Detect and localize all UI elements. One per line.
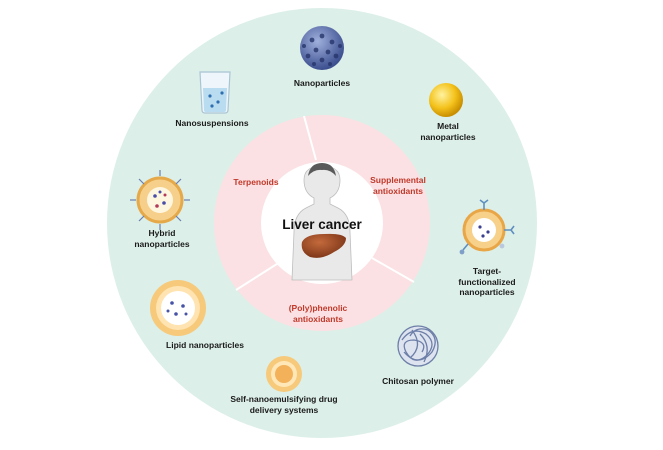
- label-target-functionalized-nanoparticles: Target-functionalized nanoparticles: [458, 266, 516, 297]
- segment-divider: [303, 115, 317, 161]
- metal-nanoparticle-icon: [429, 83, 463, 117]
- label-supplemental-antioxidants: Supplemental antioxidants: [370, 175, 426, 196]
- beaker-icon: [199, 71, 231, 114]
- target-nanoparticle-icon: [459, 199, 515, 255]
- label-terpenoids: Terpenoids: [233, 177, 279, 187]
- hybrid-nanoparticle-icon: [130, 170, 190, 230]
- label-nanoparticles: Nanoparticles: [293, 78, 351, 88]
- self-nanoemulsifying-icon: [266, 356, 302, 392]
- label-polyphenolic-antioxidants: (Poly)phenolic antioxidants: [288, 303, 348, 324]
- label-metal-nanoparticles: Metal nanoparticles: [420, 121, 476, 142]
- chitosan-polymer-icon: [397, 325, 439, 367]
- nanoparticle-sphere-icon: [300, 26, 344, 70]
- center-title: Liver cancer: [282, 217, 362, 232]
- label-self-nanoemulsifying: Self-nanoemulsifying drug delivery syste…: [230, 394, 338, 415]
- label-chitosan-polymer: Chitosan polymer: [382, 376, 454, 386]
- label-lipid-nanoparticles: Lipid nanoparticles: [166, 340, 244, 350]
- segment-divider: [371, 257, 415, 283]
- lipid-nanoparticle-icon: [150, 280, 206, 336]
- segment-divider: [235, 261, 281, 291]
- liver-icon: [301, 233, 346, 258]
- label-nanosuspensions: Nanosuspensions: [175, 118, 249, 128]
- label-hybrid-nanoparticles: Hybrid nanoparticles: [134, 228, 190, 249]
